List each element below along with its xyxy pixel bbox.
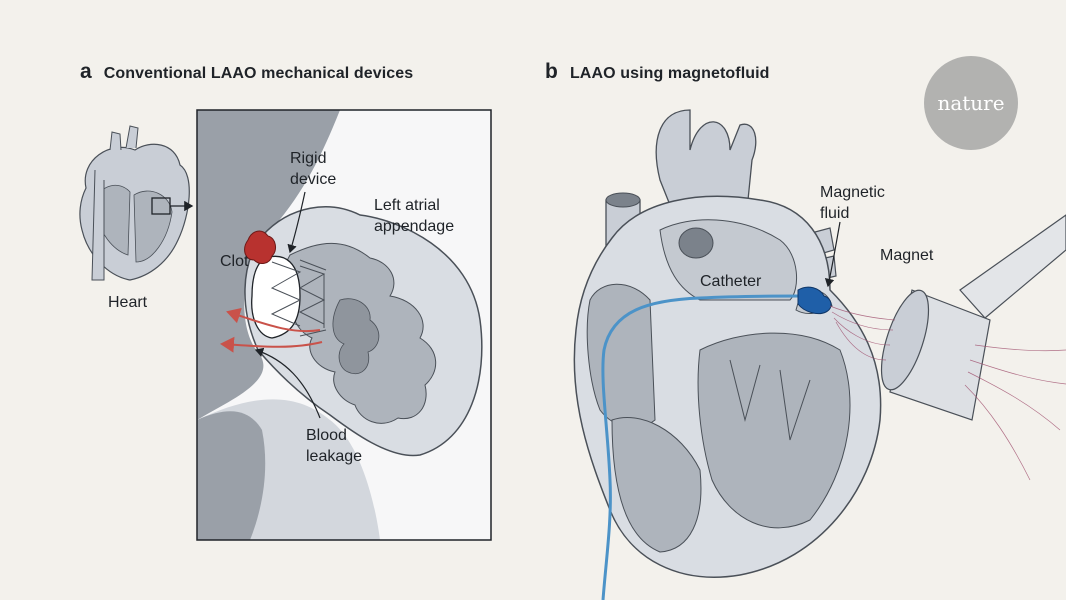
- magnet-label: Magnet: [880, 247, 934, 264]
- panel-a-heading: Conventional LAAO mechanical devices: [103, 65, 414, 82]
- nature-logo-text: nature: [937, 91, 1005, 115]
- panel-b-title: b LAAO using magnetofluid: [545, 60, 770, 84]
- magnet: [829, 214, 1066, 481]
- small-heart: [79, 125, 194, 281]
- rigid-device-label: Rigid device: [290, 150, 337, 188]
- left-atrial-appendage-label: Left atrial appendage: [374, 197, 455, 235]
- panel-a-title: a Conventional LAAO mechanical devices: [80, 60, 413, 84]
- magnetic-fluid-blob: [797, 286, 832, 315]
- panel-b-letter: b: [545, 60, 558, 83]
- zoom-panel: [196, 109, 492, 541]
- clot-label: Clot: [220, 253, 249, 270]
- heart-label: Heart: [108, 294, 148, 311]
- large-heart: [573, 109, 882, 578]
- panel-a-letter: a: [80, 60, 92, 83]
- catheter: [601, 294, 803, 600]
- magnetic-fluid-label: Magnetic fluid: [820, 184, 885, 222]
- nature-logo: nature: [924, 56, 1018, 150]
- catheter-label: Catheter: [700, 273, 762, 290]
- blood-leakage-label: Blood leakage: [306, 427, 363, 465]
- panel-b-heading: LAAO using magnetofluid: [569, 65, 770, 82]
